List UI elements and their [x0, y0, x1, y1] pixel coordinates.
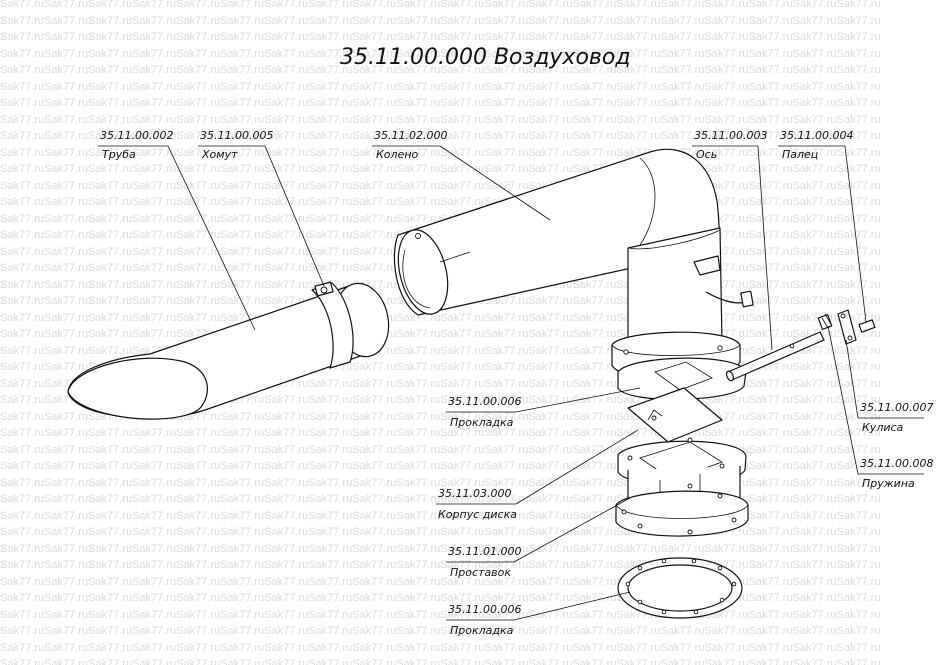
callout-code: 35.11.00.008	[860, 457, 933, 470]
callout-name: Прокладка	[450, 624, 514, 637]
callout-name: Колено	[376, 148, 419, 161]
callout-name: Проставок	[450, 566, 511, 579]
callout-name: Корпус диска	[438, 508, 517, 521]
callout-name: Ось	[696, 148, 717, 161]
callout-code: 35.11.00.006	[448, 603, 521, 616]
gasket-bottom-part	[617, 557, 743, 619]
callout-code: 35.11.02.000	[374, 129, 447, 142]
callout-code: 35.11.03.000	[438, 487, 511, 500]
link-part	[837, 309, 857, 345]
clamp-part	[311, 281, 354, 369]
callout-palec: 35.11.00.004 Палец	[780, 129, 853, 161]
callout-kulisa: 35.11.00.007 Кулиса	[860, 401, 933, 434]
callout-code: 35.11.01.000	[448, 545, 521, 558]
callout-code: 35.11.00.002	[100, 129, 173, 142]
callout-code: 35.11.00.004	[780, 129, 853, 142]
callout-name: Палец	[782, 148, 818, 161]
axle-part	[725, 331, 825, 382]
pipe-part	[67, 282, 390, 420]
callout-os: 35.11.00.003 Ось	[694, 129, 767, 161]
spacer-part	[615, 490, 749, 537]
callout-name: Кулиса	[862, 421, 904, 434]
callout-code: 35.11.00.005	[200, 129, 273, 142]
pin-part	[858, 319, 876, 333]
callout-code: 35.11.00.007	[860, 401, 933, 414]
spring-part	[817, 313, 833, 330]
callout-pruzhina: 35.11.00.008 Пружина	[860, 457, 933, 490]
callout-prokladka-bottom: 35.11.00.006 Прокладка	[448, 603, 521, 637]
callout-name: Пружина	[862, 477, 915, 490]
callout-prokladka-top: 35.11.00.006 Прокладка	[448, 395, 521, 429]
callout-name: Прокладка	[450, 416, 514, 429]
callout-prostavok: 35.11.01.000 Проставок	[448, 545, 521, 579]
callout-korpus: 35.11.03.000 Корпус диска	[438, 487, 517, 521]
drawing-title: 35.11.00.000 Воздуховод	[340, 45, 631, 70]
elbow-part	[393, 148, 754, 380]
callout-code: 35.11.00.003	[694, 129, 767, 142]
elbow-flange-lower	[617, 357, 747, 401]
callout-leaders	[98, 145, 924, 621]
callout-koleno: 35.11.02.000 Колено	[374, 129, 447, 161]
callout-truba: 35.11.00.002 Труба	[100, 129, 173, 161]
callout-name: Хомут	[201, 148, 238, 161]
callout-code: 35.11.00.006	[448, 395, 521, 408]
callout-homut: 35.11.00.005 Хомут	[200, 129, 273, 161]
gasket-top-part	[627, 387, 723, 443]
callout-name: Труба	[102, 148, 136, 161]
